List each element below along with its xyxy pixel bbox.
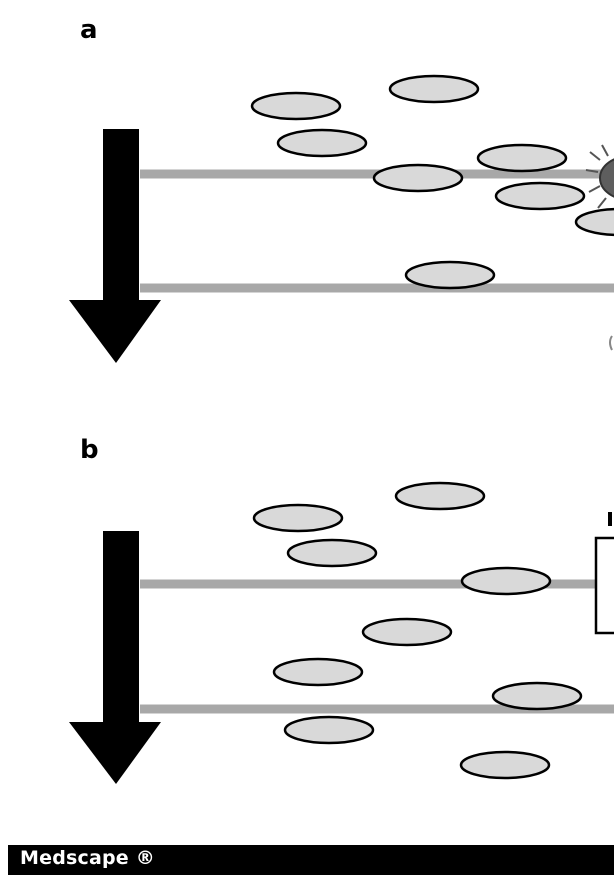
panel-a-flow-arrow bbox=[69, 129, 161, 363]
panel-b-flow-arrow bbox=[69, 531, 161, 784]
panel-a-edge-mark bbox=[609, 335, 613, 351]
footer-bar: Medscape ® bbox=[8, 845, 614, 875]
panel-b-cell bbox=[491, 681, 583, 711]
panel-a-cell bbox=[388, 74, 480, 104]
panel-b-cell bbox=[283, 715, 375, 745]
panel-b-box-partial bbox=[594, 536, 614, 635]
panel-b-cell bbox=[361, 617, 453, 647]
figure-diagram: a b bbox=[69, 15, 614, 784]
panel-b-cell bbox=[286, 538, 378, 568]
panel-b-cell bbox=[272, 657, 364, 687]
panel-b-box-label-fragment bbox=[608, 512, 612, 526]
panel-b-cell bbox=[252, 503, 344, 533]
panel-b-cell bbox=[460, 566, 552, 596]
panel-a-spiky-cell-partial bbox=[585, 144, 614, 209]
panel-a-cell bbox=[494, 181, 586, 211]
panel-a-cell bbox=[276, 128, 368, 158]
panel-a-label: a bbox=[80, 15, 98, 45]
panel-a-cell bbox=[372, 163, 464, 193]
panel-b-cell bbox=[394, 481, 486, 511]
panel-a-cell bbox=[404, 260, 496, 290]
panel-a-cell bbox=[574, 207, 614, 237]
footer-brand: Medscape ® bbox=[20, 847, 155, 869]
panel-a-cell bbox=[250, 91, 342, 121]
panel-a-cell bbox=[476, 143, 568, 173]
panel-b-cell bbox=[459, 750, 551, 780]
panel-b-label: b bbox=[80, 435, 99, 465]
